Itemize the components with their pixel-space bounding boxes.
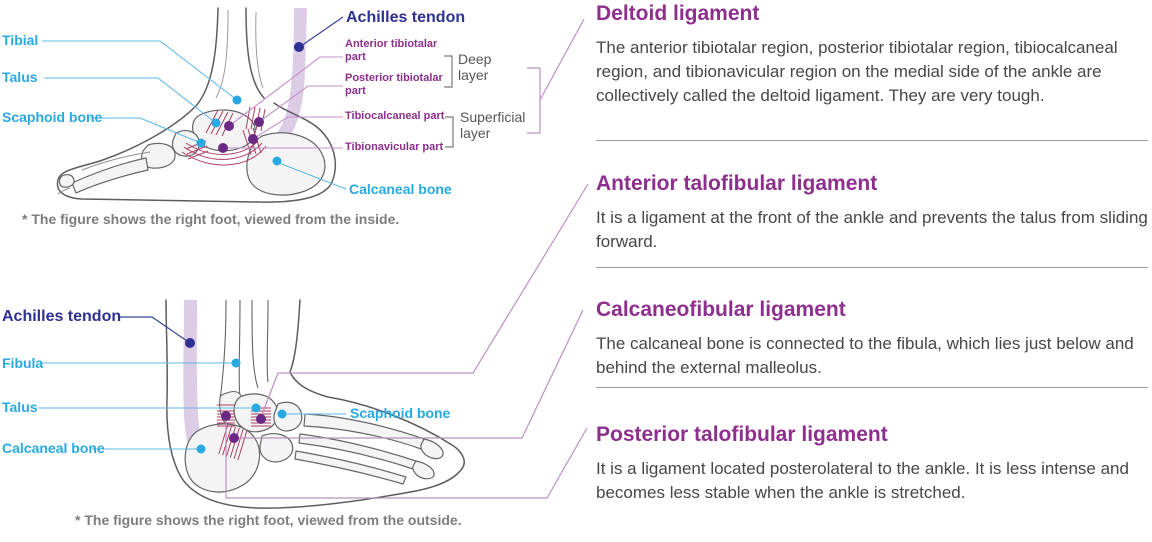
section-body: It is a ligament located posterolateral … bbox=[596, 459, 1129, 502]
label-scaphoid-bottom: Scaphoid bone bbox=[350, 405, 451, 421]
section-title: Calcaneofibular ligament bbox=[596, 298, 846, 321]
section-divider bbox=[596, 140, 1148, 141]
label-posterior-tibiotalar: Posterior tibiotalar part bbox=[345, 72, 443, 97]
section-title: Posterior talofibular ligament bbox=[596, 423, 888, 446]
section-posterior-talofibular: Posterior talofibular ligament It is a l… bbox=[596, 421, 1152, 505]
label-tibial: Tibial bbox=[2, 32, 39, 48]
section-divider bbox=[596, 267, 1148, 268]
section-connectors bbox=[225, 18, 589, 499]
pink-leader-lines bbox=[224, 56, 343, 149]
label-achilles-top: Achilles tendon bbox=[346, 9, 466, 26]
section-divider bbox=[596, 387, 1148, 388]
section-title: Anterior talofibular ligament bbox=[596, 172, 878, 195]
section-body: It is a ligament at the front of the ank… bbox=[596, 208, 1148, 251]
label-superficial-layer: Superficial layer bbox=[460, 109, 526, 141]
layer-brackets bbox=[444, 55, 454, 148]
label-calcaneal-bottom: Calcaneal bone bbox=[2, 440, 105, 456]
foot-diagram-lateral bbox=[165, 299, 465, 509]
section-title: Deltoid ligament bbox=[596, 2, 760, 25]
foot-diagram-medial bbox=[56, 7, 337, 203]
navy-leader-lines bbox=[120, 16, 344, 344]
section-deltoid-ligament: Deltoid ligament The anterior tibiotalar… bbox=[596, 0, 1152, 108]
label-tibionavicular: Tibionavicular part bbox=[345, 141, 444, 153]
marker-dots bbox=[185, 42, 304, 454]
caption-inside-view: * The figure shows the right foot, viewe… bbox=[22, 211, 400, 227]
label-tibiocalcaneal: Tibiocalcaneal part bbox=[345, 110, 445, 122]
label-calcaneal-top: Calcaneal bone bbox=[349, 181, 452, 197]
caption-outside-view: * The figure shows the right foot, viewe… bbox=[75, 512, 462, 528]
label-fibula: Fibula bbox=[2, 355, 44, 371]
section-anterior-talofibular: Anterior talofibular ligament It is a li… bbox=[596, 170, 1152, 254]
section-body: The anterior tibiotalar region, posterio… bbox=[596, 38, 1118, 105]
label-anterior-tibiotalar: Anterior tibiotalar part bbox=[345, 38, 438, 63]
label-scaphoid-top: Scaphoid bone bbox=[2, 109, 103, 125]
label-talus-top: Talus bbox=[2, 69, 38, 85]
label-talus-bottom: Talus bbox=[2, 399, 38, 415]
section-calcaneofibular: Calcaneofibular ligament The calcaneal b… bbox=[596, 296, 1152, 380]
label-deep-layer: Deep layer bbox=[458, 51, 492, 83]
section-body: The calcaneal bone is connected to the f… bbox=[596, 334, 1134, 377]
label-achilles-bottom: Achilles tendon bbox=[2, 308, 122, 325]
blue-leader-lines bbox=[38, 40, 347, 450]
